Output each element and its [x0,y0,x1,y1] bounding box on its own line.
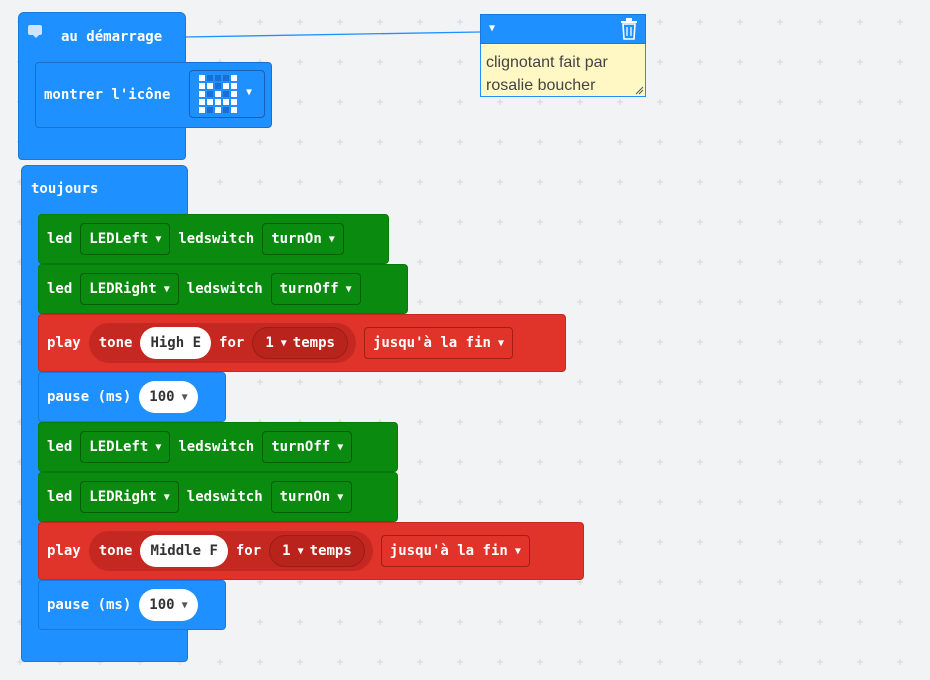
tone-reporter[interactable]: tone Middle F for 1▼temps [88,531,373,571]
led-pixel-on [207,83,213,89]
icon-dropdown-arrow[interactable]: ▼ [246,87,253,98]
led-pixel-on [231,75,237,81]
beats-dropdown[interactable]: 1▼temps [252,327,348,359]
comment-header[interactable]: ▼ [480,14,646,44]
chevron-down-icon: ▼ [181,599,188,611]
chevron-down-icon: ▼ [181,391,188,403]
comment-collapse-arrow[interactable]: ▼ [489,23,496,34]
chevron-down-icon: ▼ [155,233,162,245]
chevron-down-icon: ▼ [297,545,304,557]
led-pixel-on [199,83,205,89]
led-keyword: led [47,489,73,505]
chevron-down-icon: ▼ [163,491,170,503]
led-state-dropdown[interactable]: turnOn▼ [262,223,344,255]
led-target-dropdown[interactable]: LEDRight▼ [80,481,179,513]
pause-block-1[interactable]: pause (ms) 100▼ [38,372,226,422]
trash-icon[interactable] [620,18,638,40]
ledswitch-keyword: ledswitch [178,231,255,247]
led-pixel-on [223,83,229,89]
chevron-down-icon: ▼ [155,441,162,453]
led-block-3[interactable]: led LEDLeft▼ ledswitch turnOff▼ [38,422,398,472]
chevron-down-icon: ▼ [497,337,504,349]
ledswitch-keyword: ledswitch [186,281,263,297]
led-state-dropdown[interactable]: turnOn▼ [270,481,353,513]
led-target-dropdown[interactable]: LEDRight▼ [80,273,179,305]
comment-icon[interactable] [28,25,42,35]
forever-label: toujours [31,181,99,197]
icon-preview [199,75,237,113]
tone-keyword: tone [98,543,133,559]
pause-block-2[interactable]: pause (ms) 100▼ [38,580,226,630]
led-pixel-on [231,83,237,89]
chevron-down-icon: ▼ [514,545,521,557]
comment-line-1: clignotant fait par [486,54,608,71]
led-pixel-off [215,75,221,81]
on-start-header[interactable]: au démarrage [18,12,186,62]
tone-reporter[interactable]: tone High E for 1▼temps [88,323,356,363]
tone-keyword: tone [98,335,133,351]
beats-dropdown[interactable]: 1▼temps [269,535,365,567]
led-target-dropdown[interactable]: LEDLeft▼ [80,431,171,463]
play-tone-block-1[interactable]: play tone High E for 1▼temps jusqu'à la … [38,314,566,372]
comment-textarea[interactable]: clignotant fait par rosalie boucher [480,44,646,97]
led-pixel-off [223,91,229,97]
led-pixel-on [199,91,205,97]
led-pixel-on [199,107,205,113]
led-pixel-on [207,99,213,105]
pause-value-dropdown[interactable]: 100▼ [139,589,198,621]
play-tone-block-2[interactable]: play tone Middle F for 1▼temps jusqu'à l… [38,522,584,580]
chevron-down-icon: ▼ [280,337,287,349]
pause-keyword: pause (ms) [47,389,132,405]
led-pixel-off [207,75,213,81]
chevron-down-icon: ▼ [345,283,352,295]
icon-picker[interactable]: ▼ [189,70,265,118]
play-keyword: play [47,335,81,351]
led-keyword: led [47,281,73,297]
play-mode-dropdown[interactable]: jusqu'à la fin▼ [363,327,513,359]
led-pixel-on [215,91,221,97]
led-pixel-on [199,99,205,105]
led-pixel-on [223,99,229,105]
led-block-1[interactable]: led LEDLeft▼ ledswitch turnOn▼ [38,214,389,264]
note-picker[interactable]: Middle F [140,535,228,567]
led-pixel-on [215,99,221,105]
led-pixel-off [223,75,229,81]
led-keyword: led [47,231,73,247]
led-pixel-on [199,75,205,81]
comment-line-2: rosalie boucher [486,77,596,94]
led-pixel-on [215,107,221,113]
led-state-dropdown[interactable]: turnOff▼ [270,273,361,305]
chevron-down-icon: ▼ [337,441,344,453]
chevron-down-icon: ▼ [337,491,344,503]
show-icon-label: montrer l'icône [44,87,171,103]
ledswitch-keyword: ledswitch [186,489,263,505]
play-keyword: play [47,543,81,559]
led-target-dropdown[interactable]: LEDLeft▼ [80,223,171,255]
on-start-label: au démarrage [61,29,163,45]
note-picker[interactable]: High E [140,327,212,359]
play-mode-dropdown[interactable]: jusqu'à la fin▼ [380,535,530,567]
for-keyword: for [235,543,262,559]
led-block-2[interactable]: led LEDRight▼ ledswitch turnOff▼ [38,264,408,314]
led-pixel-on [231,91,237,97]
resize-handle-icon[interactable] [635,86,644,95]
led-pixel-off [207,107,213,113]
led-pixel-off [207,91,213,97]
show-icon-block[interactable]: montrer l'icône ▼ [35,62,272,128]
led-state-dropdown[interactable]: turnOff▼ [262,431,353,463]
pause-value-dropdown[interactable]: 100▼ [139,381,198,413]
led-pixel-on [231,99,237,105]
pause-keyword: pause (ms) [47,597,132,613]
comment-icon-tail [32,34,40,38]
led-pixel-on [231,107,237,113]
for-keyword: for [219,335,245,351]
chevron-down-icon: ▼ [163,283,170,295]
led-keyword: led [47,439,73,455]
ledswitch-keyword: ledswitch [178,439,255,455]
chevron-down-icon: ▼ [328,233,335,245]
led-pixel-off [223,107,229,113]
led-pixel-off [215,83,221,89]
led-block-4[interactable]: led LEDRight▼ ledswitch turnOn▼ [38,472,398,522]
